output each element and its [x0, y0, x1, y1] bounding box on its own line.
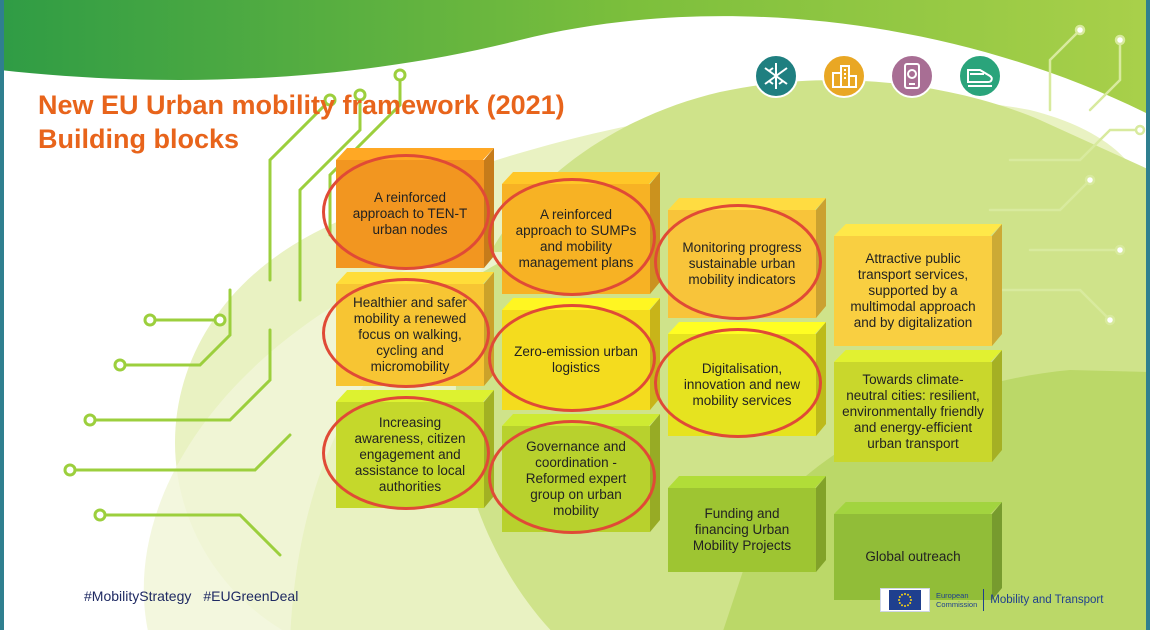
block-front-face: Global outreach: [834, 514, 992, 600]
block-side-face: [816, 322, 826, 436]
block-front-face: A reinforced approach to TEN-T urban nod…: [336, 160, 484, 268]
block-side-face: [484, 272, 494, 386]
block-side-face: [992, 502, 1002, 600]
dg-name: Mobility and Transport: [990, 594, 1104, 606]
block-label: Monitoring progress sustainable urban mo…: [682, 240, 802, 287]
building-block: Healthier and safer mobility a renewed f…: [336, 272, 494, 386]
hashtags: #MobilityStrategy #EUGreenDeal: [84, 588, 298, 604]
block-side-face: [992, 350, 1002, 462]
block-front-face: A reinforced approach to SUMPs and mobil…: [502, 184, 650, 294]
block-front-face: Funding and financing Urban Mobility Pro…: [668, 488, 816, 572]
block-side-face: [650, 298, 660, 410]
block-top-face: [502, 298, 660, 310]
block-front-face: Zero-emission urban logistics: [502, 310, 650, 410]
block-front-face: Increasing awareness, citizen engagement…: [336, 402, 484, 508]
building-block: Monitoring progress sustainable urban mo…: [668, 198, 826, 318]
logo-divider: [983, 589, 985, 611]
block-side-face: [992, 224, 1002, 346]
block-top-face: [336, 148, 494, 160]
block-top-face: [336, 272, 494, 284]
block-label: Increasing awareness, citizen engagement…: [354, 415, 466, 494]
title-line-2: Building blocks: [38, 124, 240, 154]
block-label: Towards climate-neutral cities: resilien…: [842, 372, 984, 451]
block-top-face: [834, 350, 1002, 362]
block-side-face: [484, 390, 494, 508]
block-top-face: [668, 322, 826, 334]
block-label: Digitalisation, innovation and new mobil…: [683, 361, 801, 408]
eu-flag-icon: [880, 588, 930, 612]
block-side-face: [816, 476, 826, 572]
block-front-face: Digitalisation, innovation and new mobil…: [668, 334, 816, 436]
block-label: Healthier and safer mobility a renewed f…: [352, 295, 468, 374]
block-side-face: [650, 172, 660, 294]
block-top-face: [502, 172, 660, 184]
commission-name: European Commission: [936, 591, 978, 609]
block-top-face: [834, 502, 1002, 514]
block-front-face: Governance and coordination - Reformed e…: [502, 426, 650, 532]
block-label: A reinforced approach to SUMPs and mobil…: [515, 207, 637, 270]
block-front-face: Monitoring progress sustainable urban mo…: [668, 210, 816, 318]
building-block: Governance and coordination - Reformed e…: [502, 414, 660, 532]
city-buildings-icon: [822, 54, 866, 98]
title-line-1: New EU Urban mobility framework (2021): [38, 90, 565, 120]
block-label: Zero-emission urban logistics: [514, 344, 638, 375]
building-block: A reinforced approach to SUMPs and mobil…: [502, 172, 660, 294]
hashtag-mobility-strategy[interactable]: #MobilityStrategy: [84, 588, 192, 604]
building-block: Towards climate-neutral cities: resilien…: [834, 350, 1002, 462]
block-front-face: Towards climate-neutral cities: resilien…: [834, 362, 992, 462]
building-block: Zero-emission urban logistics: [502, 298, 660, 410]
building-block: Increasing awareness, citizen engagement…: [336, 390, 494, 508]
block-side-face: [816, 198, 826, 318]
block-side-face: [650, 414, 660, 532]
building-block: Global outreach: [834, 502, 1002, 600]
train-icon: [958, 54, 1002, 98]
block-top-face: [834, 224, 1002, 236]
block-front-face: Attractive public transport services, su…: [834, 236, 992, 346]
european-commission-logo: European Commission Mobility and Transpo…: [880, 588, 1103, 612]
slide-title: New EU Urban mobility framework (2021) B…: [38, 88, 565, 156]
block-top-face: [668, 476, 826, 488]
block-label: Governance and coordination - Reformed e…: [525, 439, 627, 518]
smartphone-icon: [890, 54, 934, 98]
block-label: Funding and financing Urban Mobility Pro…: [692, 506, 792, 553]
block-label: A reinforced approach to TEN-T urban nod…: [352, 190, 468, 237]
block-label: Global outreach: [865, 549, 961, 564]
block-front-face: Healthier and safer mobility a renewed f…: [336, 284, 484, 386]
block-side-face: [484, 148, 494, 268]
building-block: A reinforced approach to TEN-T urban nod…: [336, 148, 494, 268]
block-top-face: [502, 414, 660, 426]
building-block: Funding and financing Urban Mobility Pro…: [668, 476, 826, 572]
hashtag-eu-green-deal[interactable]: #EUGreenDeal: [203, 588, 299, 604]
building-block: Digitalisation, innovation and new mobil…: [668, 322, 826, 436]
building-block: Attractive public transport services, su…: [834, 224, 1002, 346]
infrastructure-icon: [754, 54, 798, 98]
block-top-face: [668, 198, 826, 210]
block-top-face: [336, 390, 494, 402]
block-label: Attractive public transport services, su…: [850, 251, 976, 330]
